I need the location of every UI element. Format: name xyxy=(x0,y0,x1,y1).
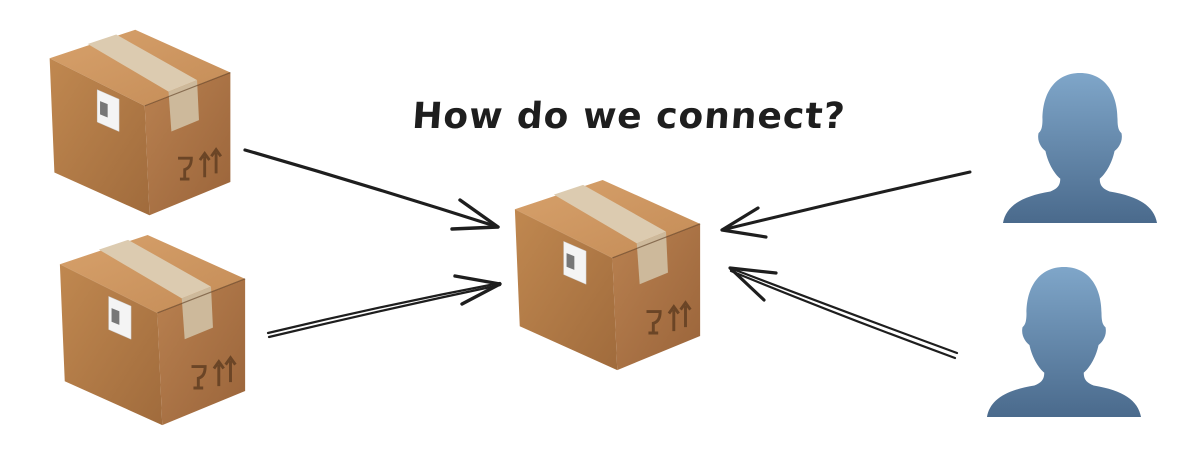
package-icon-bottom-left xyxy=(55,230,250,430)
arrow-top-left-to-center xyxy=(243,148,500,231)
package-icon-center xyxy=(510,175,705,375)
arrow-bottom-right-to-center xyxy=(728,266,959,360)
arrow-top-right-to-center xyxy=(720,170,972,239)
user-silhouette-icon-top-right xyxy=(1000,68,1160,226)
package-icon-top-left xyxy=(40,25,240,220)
arrow-bottom-left-to-center xyxy=(266,274,502,339)
user-silhouette-icon-bottom-right xyxy=(985,262,1143,420)
